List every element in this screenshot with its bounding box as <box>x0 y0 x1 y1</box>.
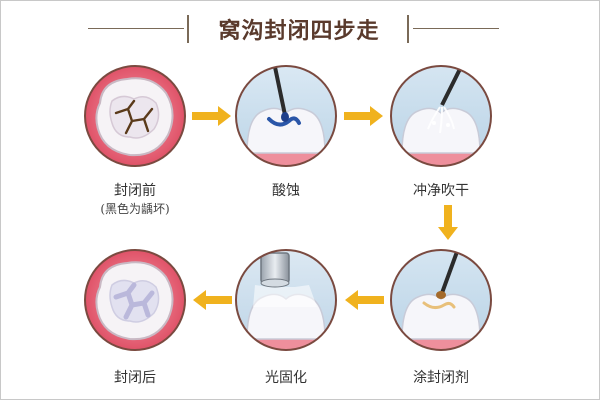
arrow-left-icon <box>192 289 232 311</box>
sealant-brush-icon <box>388 247 494 353</box>
step-label-after-sealing: 封闭后 <box>114 370 156 386</box>
step-label-light-curing: 光固化 <box>265 370 307 386</box>
sealed-tooth-top-view-icon <box>82 247 188 353</box>
step-label-rinse-dry: 冲净吹干 <box>413 183 469 199</box>
etching-brush-icon <box>233 63 339 169</box>
step-label-etching: 酸蚀 <box>272 183 300 199</box>
air-water-syringe-icon <box>388 63 494 169</box>
title-tick-left <box>187 15 189 43</box>
title-tick-right <box>407 15 409 43</box>
step-sublabel-decay-note: (黑色为龋坏) <box>100 202 170 216</box>
arrow-right-icon <box>192 105 232 127</box>
arrow-down-icon <box>437 205 459 241</box>
tooth-top-view-decay-icon <box>82 63 188 169</box>
step-label-apply-sealant: 涂封闭剂 <box>413 370 469 386</box>
title-rule-right <box>413 28 499 29</box>
title-rule-left <box>88 28 184 29</box>
arrow-left-icon <box>344 289 384 311</box>
arrow-right-icon <box>344 105 384 127</box>
curing-light-icon <box>233 247 339 353</box>
diagram-title: 窝沟封闭四步走 <box>218 18 380 44</box>
step-label-before-sealing: 封闭前 <box>114 183 156 199</box>
